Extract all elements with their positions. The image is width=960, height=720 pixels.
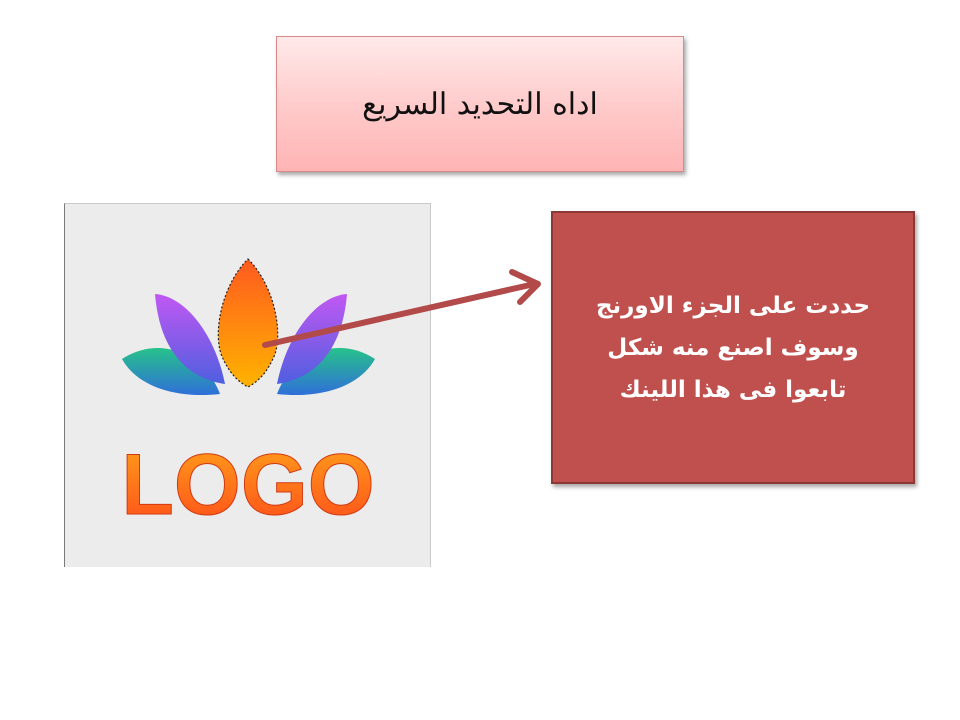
title-text: اداه التحديد السريع — [362, 86, 598, 122]
note-line-1: حددت على الجزء الاورنج — [595, 292, 871, 319]
logo-image: LOGO — [64, 203, 431, 567]
note-line-2: وسوف اصنع منه شكل — [607, 334, 859, 361]
arrow-head-icon — [509, 269, 541, 305]
teal-petal-right — [277, 347, 375, 396]
lotus-icon: LOGO — [121, 258, 375, 534]
logo-wordmark: LOGO — [121, 437, 374, 533]
note-box: حددت على الجزء الاورنج وسوف اصنع منه شكل… — [551, 211, 915, 484]
purple-petal-left — [155, 294, 225, 384]
title-box: اداه التحديد السريع — [276, 36, 684, 172]
teal-petal-left — [122, 347, 220, 396]
note-line-3: تابعوا فى هذا اللينك — [619, 376, 847, 403]
